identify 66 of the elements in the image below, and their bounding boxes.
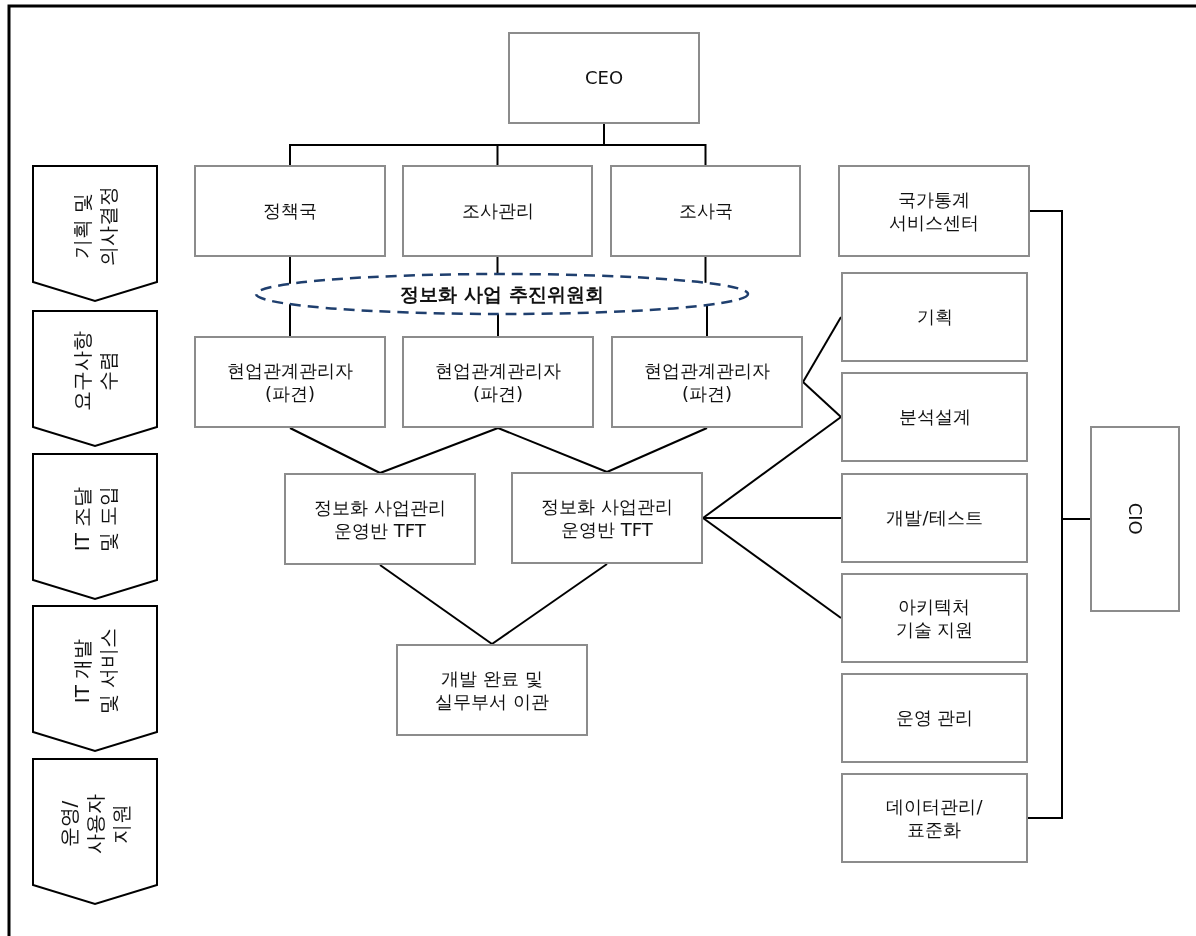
connector-line [702, 517, 842, 619]
box-label: 분석설계 [898, 405, 971, 429]
stage-pentagon [32, 758, 158, 905]
connector-line [802, 316, 842, 383]
connector-line [379, 564, 493, 645]
box-label: 기획 [916, 305, 953, 329]
connector-line [603, 123, 707, 166]
box-label: 개발/테스트 [886, 506, 983, 530]
box-label: 개발 완료 및 실무부서 이관 [435, 666, 549, 714]
stage-label: 운영/ 사용자 지원 [56, 793, 134, 854]
connector-line [702, 517, 842, 519]
stage-pentagon [32, 605, 158, 752]
box-label: 현업관계관리자 (파견) [227, 358, 353, 406]
connector-line [289, 256, 291, 285]
stage-label: 기획 및 의사결정 [69, 185, 121, 266]
org-box [841, 673, 1028, 763]
connector-line [702, 416, 842, 519]
org-box [841, 272, 1028, 362]
connector-line [704, 256, 707, 284]
stage-label: IT 조달 및 도입 [69, 485, 121, 552]
org-box [841, 372, 1028, 462]
connector-line [379, 427, 499, 474]
connector-line [706, 304, 708, 337]
box-label: 정보화 사업관리 운영반 TFT [314, 495, 446, 543]
connector-line [802, 381, 842, 418]
box-label: 아키텍처 기술 지원 [895, 594, 974, 642]
box-label: CIO [1123, 502, 1147, 535]
connector-line [606, 427, 708, 473]
org-box [402, 165, 593, 257]
org-box [611, 336, 803, 428]
org-box [508, 32, 700, 124]
box-label: 정보화 사업관리 운영반 TFT [541, 494, 673, 542]
stage-label: 요구사항 수렴 [69, 330, 121, 411]
connector-line [1027, 518, 1091, 819]
org-box [841, 573, 1028, 663]
org-box [610, 165, 801, 257]
org-box [284, 473, 476, 565]
org-box [841, 473, 1028, 563]
connector-line [491, 563, 608, 645]
box-label: 현업관계관리자 (파견) [644, 358, 770, 406]
box-label: 운영 관리 [895, 706, 974, 730]
org-box [396, 644, 588, 736]
box-label: 현업관계관리자 (파견) [435, 358, 561, 406]
connector-line [497, 427, 608, 473]
box-label: CEO [584, 66, 624, 90]
org-box [841, 773, 1028, 863]
box-label: 조사관리 [461, 199, 534, 223]
org-box [1090, 426, 1180, 612]
org-box [838, 165, 1030, 257]
box-label: 정책국 [263, 199, 317, 223]
stage-pentagon [32, 165, 158, 302]
box-label: 데이터관리/ 표준화 [886, 794, 983, 842]
stage-pentagon [32, 310, 158, 447]
connector-line [289, 303, 291, 337]
org-box [402, 336, 594, 428]
org-box [511, 472, 703, 564]
box-label: 조사국 [678, 199, 733, 223]
stage-label: IT 개발 및 서비스 [69, 627, 121, 714]
org-box [194, 336, 386, 428]
committee-ellipse [254, 272, 750, 316]
connector-line [497, 313, 499, 337]
org-box [194, 165, 386, 257]
connector-line [289, 427, 381, 474]
connector-line [496, 256, 499, 275]
box-label: 국가통계 서비스센터 [889, 187, 979, 235]
stage-pentagon [32, 453, 158, 600]
